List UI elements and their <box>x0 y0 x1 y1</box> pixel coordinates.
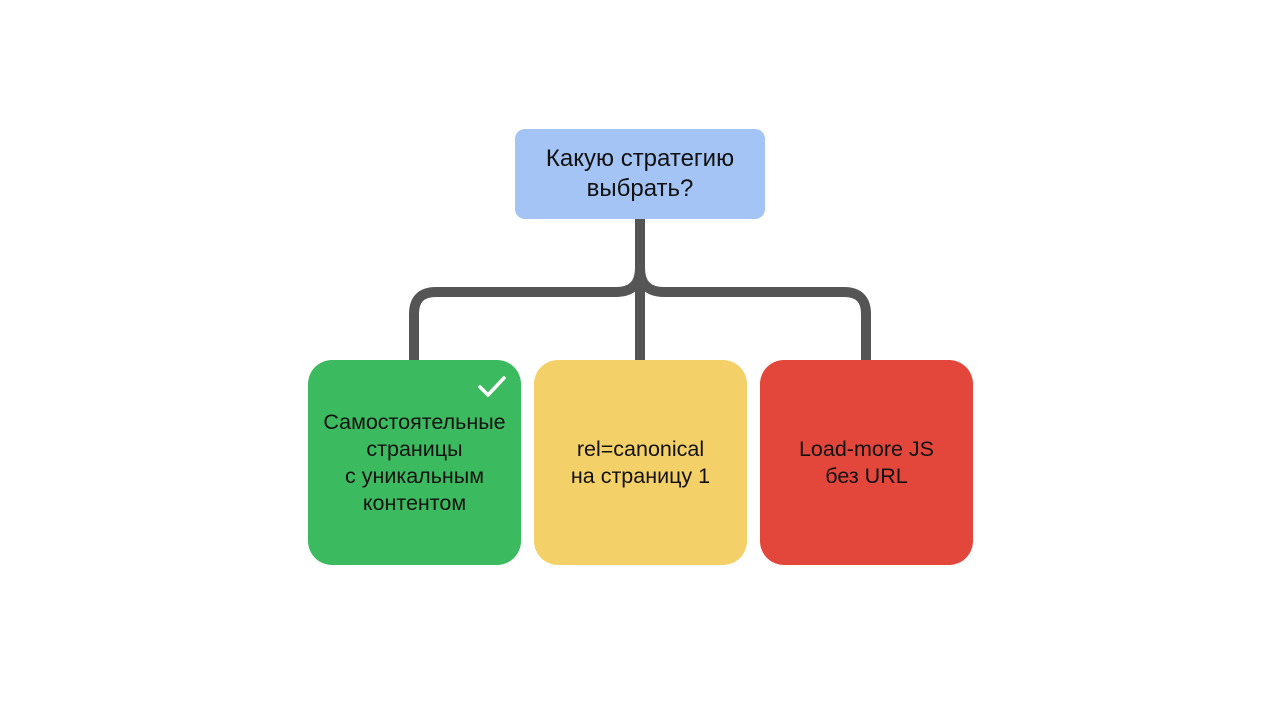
check-icon <box>478 376 506 397</box>
option-standalone-pages: Самостоятельные страницы с уникальным ко… <box>308 360 521 565</box>
option-load-more-js: Load-more JS без URL <box>760 360 973 565</box>
connector-right-branch <box>635 267 871 362</box>
connector-left-branch <box>409 267 645 362</box>
option-rel-canonical: rel=canonical на страницу 1 <box>534 360 747 565</box>
question-label: Какую стратегию выбрать? <box>545 145 735 202</box>
option-standalone-pages-label: Самостоятельные страницы с уникальным ко… <box>323 409 506 515</box>
option-rel-canonical-label: rel=canonical на страницу 1 <box>570 436 711 488</box>
option-load-more-js-label: Load-more JS без URL <box>798 436 935 488</box>
question-node: Какую стратегию выбрать? <box>515 129 765 219</box>
